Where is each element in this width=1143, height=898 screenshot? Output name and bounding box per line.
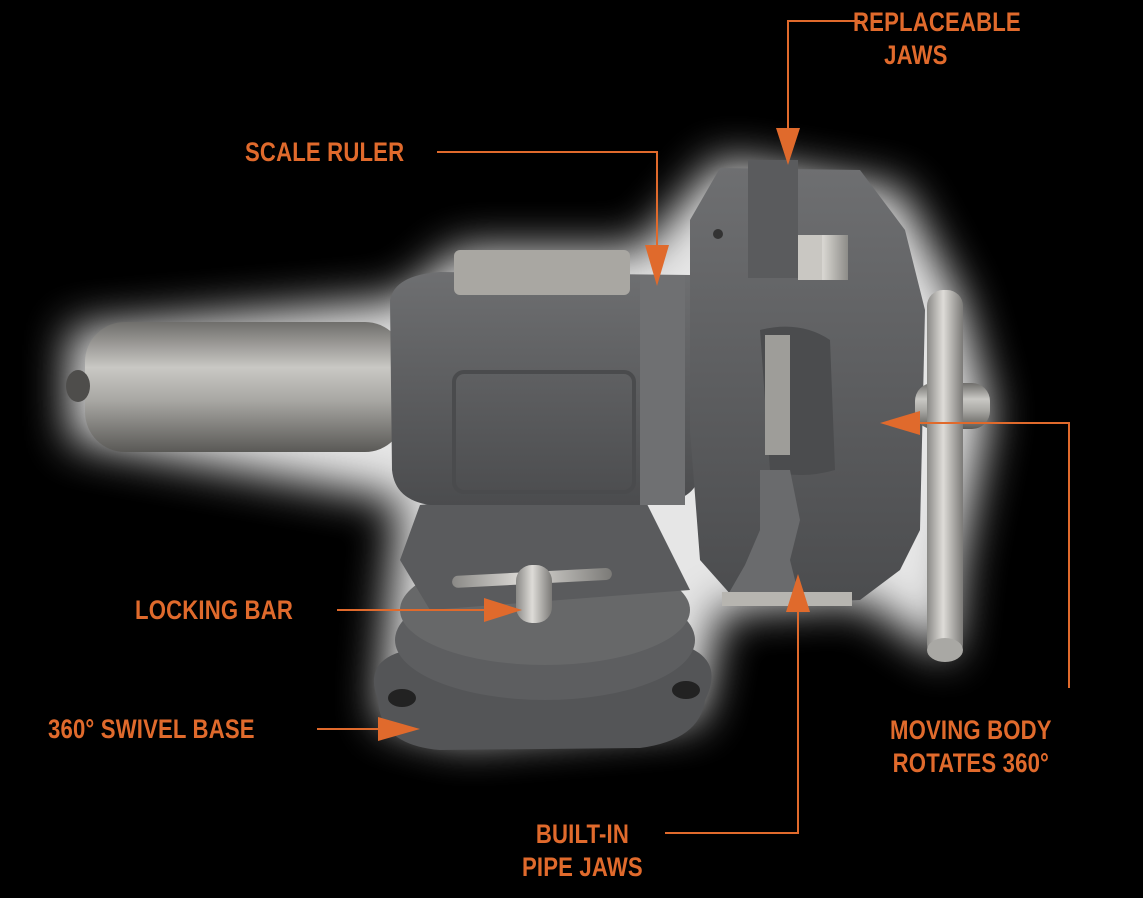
replaceable-jaws-arrow [776, 128, 800, 165]
callout-pipe-jaws: BUILT-IN PIPE JAWS [522, 818, 643, 884]
moving-body-arrow [880, 411, 920, 435]
callout-moving-body-line2: ROTATES 360° [892, 748, 1050, 778]
t-handle [915, 290, 990, 662]
callout-swivel-base: 360° SWIVEL BASE [48, 713, 255, 746]
callout-pipe-jaws-line1: BUILT-IN [535, 819, 629, 849]
callout-replaceable-jaws-line1: REPLACEABLE [853, 7, 1021, 37]
pipe-jaws-arrow [786, 574, 810, 612]
swivel-base-arrow [378, 717, 420, 741]
locking-bar-arrow [484, 598, 522, 622]
callout-pipe-jaws-line2: PIPE JAWS [522, 852, 643, 882]
rear-spindle [66, 322, 405, 452]
callout-moving-body: MOVING BODY ROTATES 360° [890, 714, 1052, 780]
callout-lines [317, 20, 1070, 834]
callout-swivel-base-text: 360° SWIVEL BASE [48, 714, 255, 744]
replaceable-jaws-line [787, 20, 860, 135]
fixed-body [390, 250, 702, 505]
callout-scale-ruler: SCALE RULER [245, 136, 404, 169]
callout-locking-bar: LOCKING BAR [135, 594, 293, 627]
callout-locking-bar-text: LOCKING BAR [135, 595, 294, 625]
callout-arrows [378, 128, 920, 741]
scale-ruler-line [437, 151, 658, 245]
callout-scale-ruler-text: SCALE RULER [245, 137, 405, 167]
pipe-jaws-line [665, 608, 799, 834]
callout-replaceable-jaws-line2: JAWS [884, 40, 948, 70]
locking-bar [452, 565, 612, 623]
callout-replaceable-jaws: REPLACEABLE JAWS [853, 6, 1021, 72]
moving-body-line [918, 422, 1070, 688]
moving-body [690, 160, 925, 606]
callout-moving-body-line1: MOVING BODY [890, 715, 1052, 745]
scale-ruler-arrow [645, 245, 669, 286]
